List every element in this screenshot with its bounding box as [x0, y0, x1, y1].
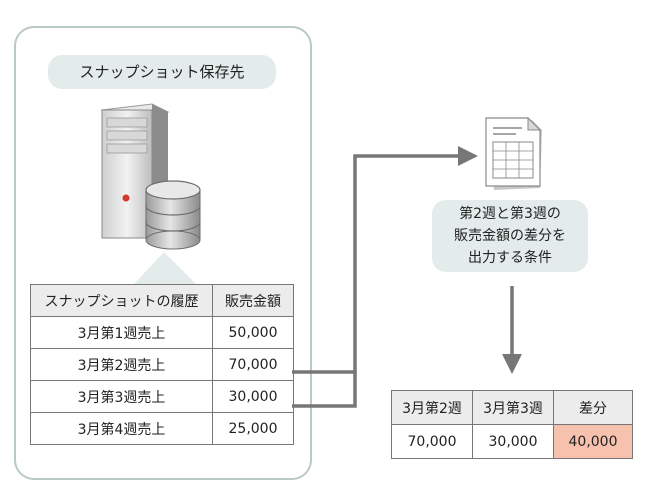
condition-line: 販売金額の差分を: [454, 228, 566, 244]
table-row: 3月第2週売上 70,000: [30, 348, 294, 381]
row-value: 50,000: [212, 316, 294, 349]
pointer-triangle: [134, 252, 196, 284]
row-label: 3月第2週売上: [30, 348, 213, 381]
week3-header: 3月第3週: [472, 390, 554, 425]
difference-table: 3月第2週 3月第3週 差分 70,000 30,000 40,000: [391, 390, 633, 459]
difference-value: 40,000: [553, 424, 633, 459]
table-row: 3月第1週売上 50,000: [30, 316, 294, 349]
week2-header: 3月第2週: [391, 390, 473, 425]
snapshot-history-table: スナップショットの履歴 販売金額 3月第1週売上 50,000 3月第2週売上 …: [30, 284, 294, 445]
arrow-head-down: [502, 354, 522, 374]
row-value: 30,000: [212, 380, 294, 413]
row-value: 70,000: [212, 348, 294, 381]
row-label: 3月第1週売上: [30, 316, 213, 349]
table-row: 3月第3週売上 30,000: [30, 380, 294, 413]
week2-value: 70,000: [391, 424, 473, 459]
sales-amount-header: 販売金額: [212, 284, 294, 317]
difference-header: 差分: [553, 390, 633, 425]
row-value: 25,000: [212, 412, 294, 445]
connector-arrow: [292, 154, 462, 408]
row-label: 3月第3週売上: [30, 380, 213, 413]
row-label: 3月第4週売上: [30, 412, 213, 445]
history-header-label: スナップショットの履歴: [30, 284, 213, 317]
table-header-row: 3月第2週 3月第3週 差分: [391, 390, 633, 425]
condition-line: 第2週と第3週の: [459, 206, 561, 222]
database-icon: [145, 180, 201, 250]
condition-line: 出力する条件: [468, 250, 552, 266]
table-header-row: スナップショットの履歴 販売金額: [30, 284, 294, 317]
arrow-head-right: [458, 146, 478, 166]
output-condition-label: 第2週と第3週の 販売金額の差分を 出力する条件: [432, 200, 588, 272]
table-row: 3月第4週売上 25,000: [30, 412, 294, 445]
week3-value: 30,000: [472, 424, 554, 459]
document-icon: [485, 116, 542, 190]
snapshot-storage-label: スナップショット保存先: [48, 55, 276, 89]
table-row: 70,000 30,000 40,000: [391, 424, 633, 459]
